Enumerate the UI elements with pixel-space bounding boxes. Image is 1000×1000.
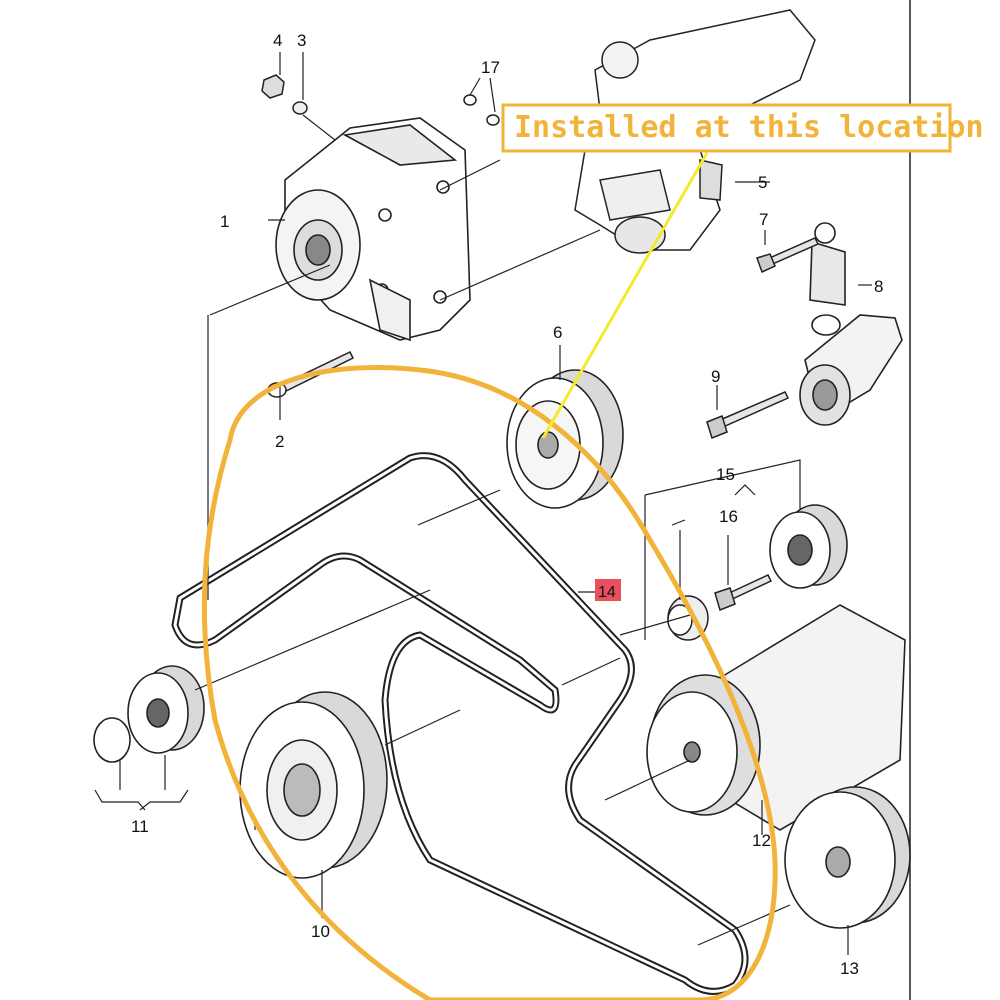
pulley-13 [784, 786, 911, 929]
crankshaft-pulley-10 [239, 691, 388, 879]
part-14-label: 14 [598, 584, 616, 601]
idler-pulley-11 [93, 665, 205, 763]
callout-16: 16 [719, 507, 738, 526]
annotation-label: Installed at this location [514, 110, 984, 145]
drive-belt-14 [171, 452, 749, 995]
pointer-line [541, 152, 709, 439]
callout-13: 13 [840, 959, 859, 978]
washer-3 [292, 101, 308, 115]
bolt-16 [714, 574, 773, 612]
callout-9: 9 [711, 367, 720, 386]
callout-17: 17 [481, 58, 500, 77]
callout-11: 11 [131, 817, 149, 836]
callout-7: 7 [759, 210, 768, 229]
bolt-7 [756, 237, 820, 274]
bolt-9 [706, 391, 790, 439]
nut-4 [261, 74, 285, 99]
annotation-overlay: Installed at this location [201, 103, 984, 1000]
callout-4: 4 [273, 31, 282, 50]
part-14-box [595, 579, 621, 601]
tensioner-damper-8 [799, 222, 903, 426]
callout-1: 1 [220, 212, 229, 231]
callouts: 1 2 3 4 5 6 7 8 9 10 11 12 13 15 16 17 [131, 31, 883, 978]
callout-12: 12 [752, 831, 771, 850]
callout-3: 3 [297, 31, 306, 50]
ac-compressor-12 [646, 604, 906, 831]
callout-8: 8 [874, 277, 883, 296]
alternator [275, 117, 471, 342]
idler-pulley-15 [769, 504, 848, 589]
callout-6: 6 [553, 323, 562, 342]
pulley-6 [506, 369, 624, 509]
callout-2: 2 [275, 432, 284, 451]
annotation-label-box [501, 103, 952, 153]
callout-15: 15 [716, 465, 735, 484]
part-14-highlight: 14 [595, 579, 621, 601]
callout-5: 5 [758, 173, 767, 192]
callout-10: 10 [311, 922, 330, 941]
highlight-circle [201, 365, 778, 1000]
leader-lines [94, 52, 872, 955]
